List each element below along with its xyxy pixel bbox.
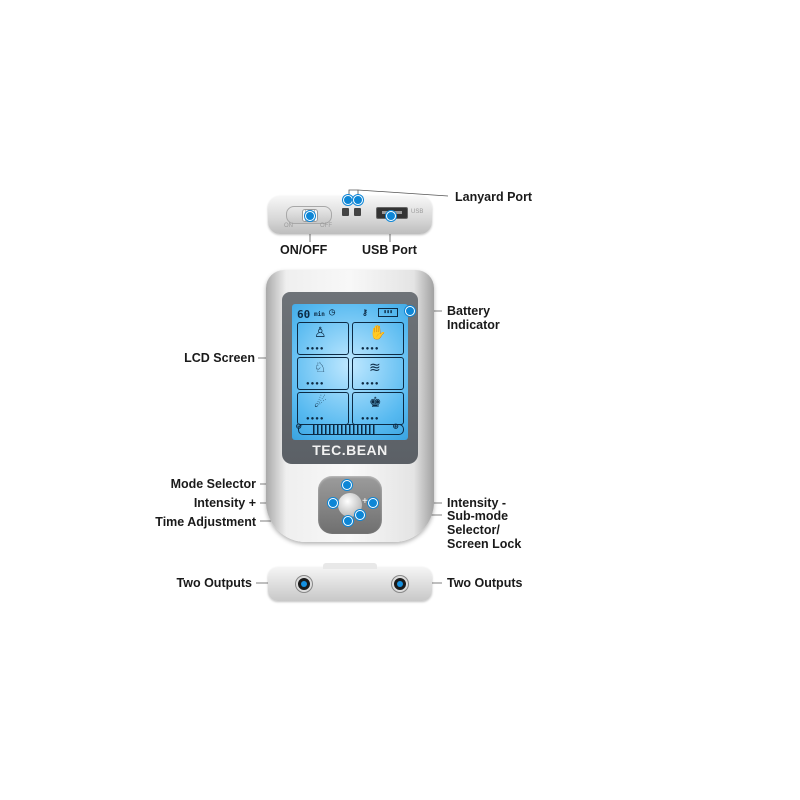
mode-cell-4: ≋ ●●●● [352, 357, 404, 390]
on-off-dot [305, 211, 315, 221]
label-submode-lock: Sub-mode Selector/ Screen Lock [447, 509, 521, 551]
intensity-minus-dot [368, 498, 378, 508]
brand-logo: TEC.BEAN [312, 442, 388, 458]
label-usb-port: USB Port [362, 243, 417, 257]
line-lanyard [348, 189, 449, 199]
hand-icon: ✋ [369, 325, 387, 341]
lcd-timer-unit: min [314, 311, 325, 318]
cell-dots: ●●●● [361, 416, 380, 422]
label-two-outputs-left: Two Outputs [176, 576, 252, 590]
label-submode-line1: Sub-mode [447, 509, 509, 523]
cell-dots: ●●●● [361, 381, 380, 387]
lanyard-dot-1 [343, 195, 353, 205]
label-submode-line3: Screen Lock [447, 537, 522, 551]
mode-cell-2: ✋ ●●●● [352, 322, 404, 355]
battery-icon: ▮▮▮ [378, 308, 398, 317]
label-battery-indicator: Battery Indicator [447, 304, 500, 332]
lanyard-hole-right [354, 208, 361, 216]
screen-bezel: 60 min ◷ ⚷ ▮▮▮ ♙ ●●●● ✋ ●●●● ♘ ●●●● ≋ ●●… [282, 292, 418, 464]
cell-dots: ●●●● [306, 416, 325, 422]
clock-icon: ◷ [329, 307, 336, 318]
usb-text: USB [411, 209, 424, 215]
shoulder-icon: ♙ [314, 325, 327, 341]
label-battery-line1: Battery [447, 304, 491, 318]
label-on-off: ON/OFF [280, 243, 328, 257]
label-lanyard-port: Lanyard Port [455, 190, 533, 204]
wave-icon: ≋ [369, 360, 381, 376]
cell-dots: ●●●● [361, 346, 380, 352]
label-time-adjustment: Time Adjustment [155, 515, 256, 529]
mode-cell-3: ♘ ●●●● [297, 357, 349, 390]
label-mode-selector: Mode Selector [170, 477, 256, 491]
submode-dot [355, 510, 365, 520]
plus-icon: ⊕ [393, 422, 399, 432]
time-dot [343, 516, 353, 526]
lanyard-dot-2 [353, 195, 363, 205]
intensity-plus-dot [328, 498, 338, 508]
intensity-bar [298, 424, 404, 435]
label-intensity-minus: Intensity - [447, 496, 507, 510]
lcd-screen: 60 min ◷ ⚷ ▮▮▮ ♙ ●●●● ✋ ●●●● ♘ ●●●● ≋ ●●… [292, 304, 408, 440]
back-icon: ♘ [314, 360, 327, 376]
mode-cell-5: ☄ ●●●● [297, 392, 349, 425]
switch-off-label: OFF [320, 223, 332, 229]
mode-dot [342, 480, 352, 490]
label-two-outputs-right: Two Outputs [447, 576, 523, 590]
plus-key-icon[interactable]: + [362, 496, 368, 507]
lanyard-hole-left [342, 208, 349, 216]
label-battery-line2: Indicator [447, 318, 500, 332]
massage-icon: ☄ [314, 395, 327, 411]
device-top-view: ON OFF USB [268, 196, 432, 234]
tens-device: 60 min ◷ ⚷ ▮▮▮ ♙ ●●●● ✋ ●●●● ♘ ●●●● ≋ ●●… [266, 270, 434, 542]
label-submode-line2: Selector/ [447, 523, 500, 537]
minus-icon: ⊖ [296, 422, 302, 432]
output-jack-left[interactable] [296, 576, 312, 592]
key-lock-icon: ⚷ [362, 308, 368, 317]
body-icon: ♚ [369, 395, 382, 411]
label-intensity-plus: Intensity + [193, 496, 256, 510]
label-lcd-screen: LCD Screen [184, 351, 255, 365]
usb-dot [386, 211, 396, 221]
lcd-timer: 60 [297, 308, 311, 321]
device-bottom-view [268, 563, 432, 601]
mode-cell-1: ♙ ●●●● [297, 322, 349, 355]
cell-dots: ●●●● [306, 346, 325, 352]
cell-dots: ●●●● [306, 381, 325, 387]
output-jack-right[interactable] [392, 576, 408, 592]
mode-cell-6: ♚ ●●●● [352, 392, 404, 425]
battery-dot [405, 306, 415, 316]
switch-on-label: ON [284, 223, 293, 229]
bottom-notch [323, 563, 377, 569]
